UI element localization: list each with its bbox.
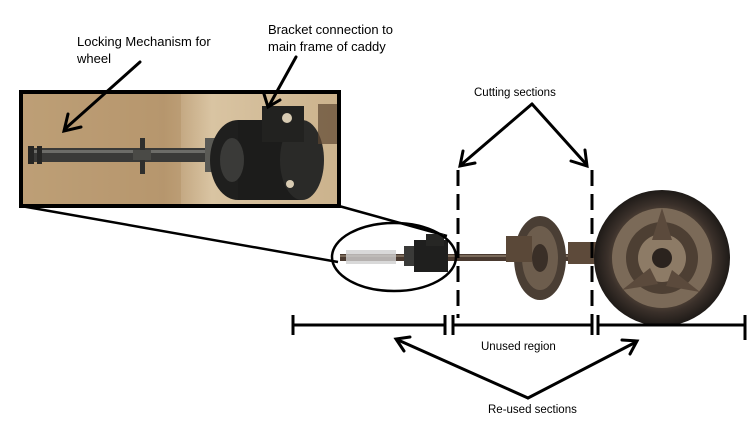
annotation-arrows	[61, 55, 640, 400]
arrow-cut-left	[460, 102, 534, 166]
zoomed-inset-photo	[19, 90, 341, 208]
locking-mechanism-label: Locking Mechanism for wheel	[77, 33, 211, 67]
zoom-connector-line	[338, 204, 448, 238]
arrow-head-cut-right	[569, 148, 589, 169]
arrow-reused-right	[526, 340, 638, 400]
inset-frame	[19, 90, 341, 208]
bracket-connection-label: Bracket connection to main frame of cadd…	[268, 21, 393, 55]
arrow-locking	[64, 60, 142, 130]
arrow-head-reused-right	[620, 338, 640, 356]
arrow-reused-left	[396, 338, 530, 400]
reused-sections-label: Re-used sections	[488, 404, 577, 416]
highlight-ellipse	[330, 221, 458, 293]
bracket-label-line2: main frame of caddy	[268, 39, 386, 54]
bracket-label-line1: Bracket connection to	[268, 22, 394, 37]
arrow-bracket	[268, 55, 298, 106]
dimension-segments	[291, 315, 747, 340]
unused-region-label: Unused region	[481, 341, 556, 353]
arrow-head-cut-left	[458, 149, 477, 168]
axle-photo	[340, 190, 730, 326]
cutting-sections-label: Cutting sections	[474, 87, 556, 99]
arrow-cut-right	[530, 102, 588, 166]
locking-label-line2: wheel	[77, 51, 111, 66]
arrow-head-bracket	[262, 92, 282, 110]
zoom-connector-line	[20, 204, 339, 264]
arrow-head-locking	[61, 112, 83, 134]
arrow-head-reused-left	[393, 335, 412, 353]
locking-label-line1: Locking Mechanism for	[77, 34, 211, 49]
